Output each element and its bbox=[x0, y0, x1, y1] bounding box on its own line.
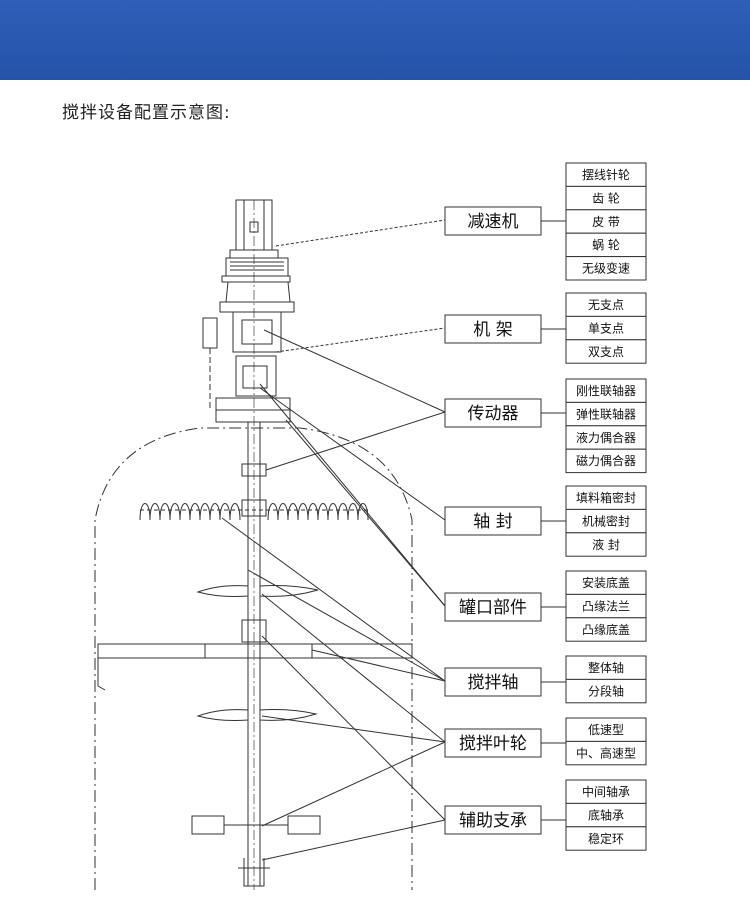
component-label-support: 辅助支承 bbox=[459, 811, 527, 831]
component-label-impeller: 搅拌叶轮 bbox=[459, 734, 527, 754]
coupling bbox=[235, 355, 277, 397]
option-text-seal: 填料箱密封 bbox=[576, 490, 636, 505]
page-title: 搅拌设备配置示意图: bbox=[62, 103, 231, 123]
option-text-seal: 液 封 bbox=[592, 537, 620, 552]
option-text-shaft: 分段轴 bbox=[588, 683, 624, 698]
bottom-bearing bbox=[243, 858, 265, 887]
paddle-left bbox=[191, 815, 225, 835]
component-label-reducer: 减速机 bbox=[468, 212, 519, 232]
option-cell-shaft bbox=[565, 678, 647, 704]
platform-beam bbox=[97, 643, 413, 659]
option-text-transmission: 磁力偶合器 bbox=[576, 453, 636, 468]
option-text-impeller: 低速型 bbox=[588, 723, 624, 737]
component-label-nozzle: 罐口部件 bbox=[459, 598, 527, 618]
option-text-reducer: 蜗 轮 bbox=[592, 237, 620, 252]
coil-right bbox=[267, 503, 369, 521]
option-cell-frame bbox=[565, 339, 647, 364]
option-text-reducer: 无级变速 bbox=[582, 261, 630, 276]
option-text-shaft: 整体轴 bbox=[588, 660, 624, 675]
option-text-support: 底轴承 bbox=[588, 807, 624, 822]
frame bbox=[225, 281, 291, 303]
impeller-lower bbox=[196, 709, 318, 721]
component-box-transmission bbox=[444, 398, 542, 428]
option-text-reducer: 齿 轮 bbox=[592, 191, 620, 205]
impeller-upper bbox=[196, 585, 319, 597]
option-text-support: 中间轴承 bbox=[582, 784, 630, 799]
component-box-seal bbox=[444, 506, 542, 536]
option-text-frame: 双支点 bbox=[588, 345, 624, 359]
option-cell-impeller bbox=[565, 740, 647, 766]
option-text-seal: 机械密封 bbox=[582, 513, 630, 528]
option-text-transmission: 刚性联轴器 bbox=[576, 383, 636, 398]
option-text-frame: 无支点 bbox=[588, 298, 624, 312]
coil-left bbox=[139, 503, 241, 521]
option-text-transmission: 弹性联轴器 bbox=[576, 406, 636, 421]
reducer-body bbox=[225, 257, 289, 277]
paddle-right bbox=[287, 815, 321, 835]
vessel-outline bbox=[94, 427, 413, 890]
option-text-transmission: 液力偶合器 bbox=[576, 430, 636, 445]
option-text-reducer: 皮 带 bbox=[592, 215, 620, 229]
component-box-impeller bbox=[444, 728, 542, 758]
option-cell-transmission bbox=[565, 448, 647, 474]
header-banner bbox=[0, 0, 750, 80]
option-cell-seal bbox=[565, 532, 647, 557]
option-text-support: 稳定环 bbox=[588, 831, 624, 846]
component-label-seal: 轴 封 bbox=[473, 512, 512, 532]
component-box-nozzle bbox=[444, 592, 542, 622]
option-text-nozzle: 凸缘法兰 bbox=[582, 599, 630, 613]
option-text-nozzle: 凸缘底盖 bbox=[582, 622, 630, 637]
option-text-nozzle: 安装底盖 bbox=[582, 575, 630, 590]
option-cell-reducer bbox=[565, 256, 647, 281]
component-label-frame: 机 架 bbox=[473, 320, 512, 340]
option-text-reducer: 摆线针轮 bbox=[582, 167, 630, 182]
option-text-impeller: 中、高速型 bbox=[576, 745, 636, 760]
component-label-transmission: 传动器 bbox=[468, 404, 519, 424]
component-label-shaft: 搅拌轴 bbox=[468, 673, 519, 693]
option-text-frame: 单支点 bbox=[588, 321, 624, 335]
component-box-frame bbox=[444, 314, 542, 344]
option-cell-support bbox=[565, 826, 647, 851]
option-cell-nozzle bbox=[565, 617, 647, 642]
